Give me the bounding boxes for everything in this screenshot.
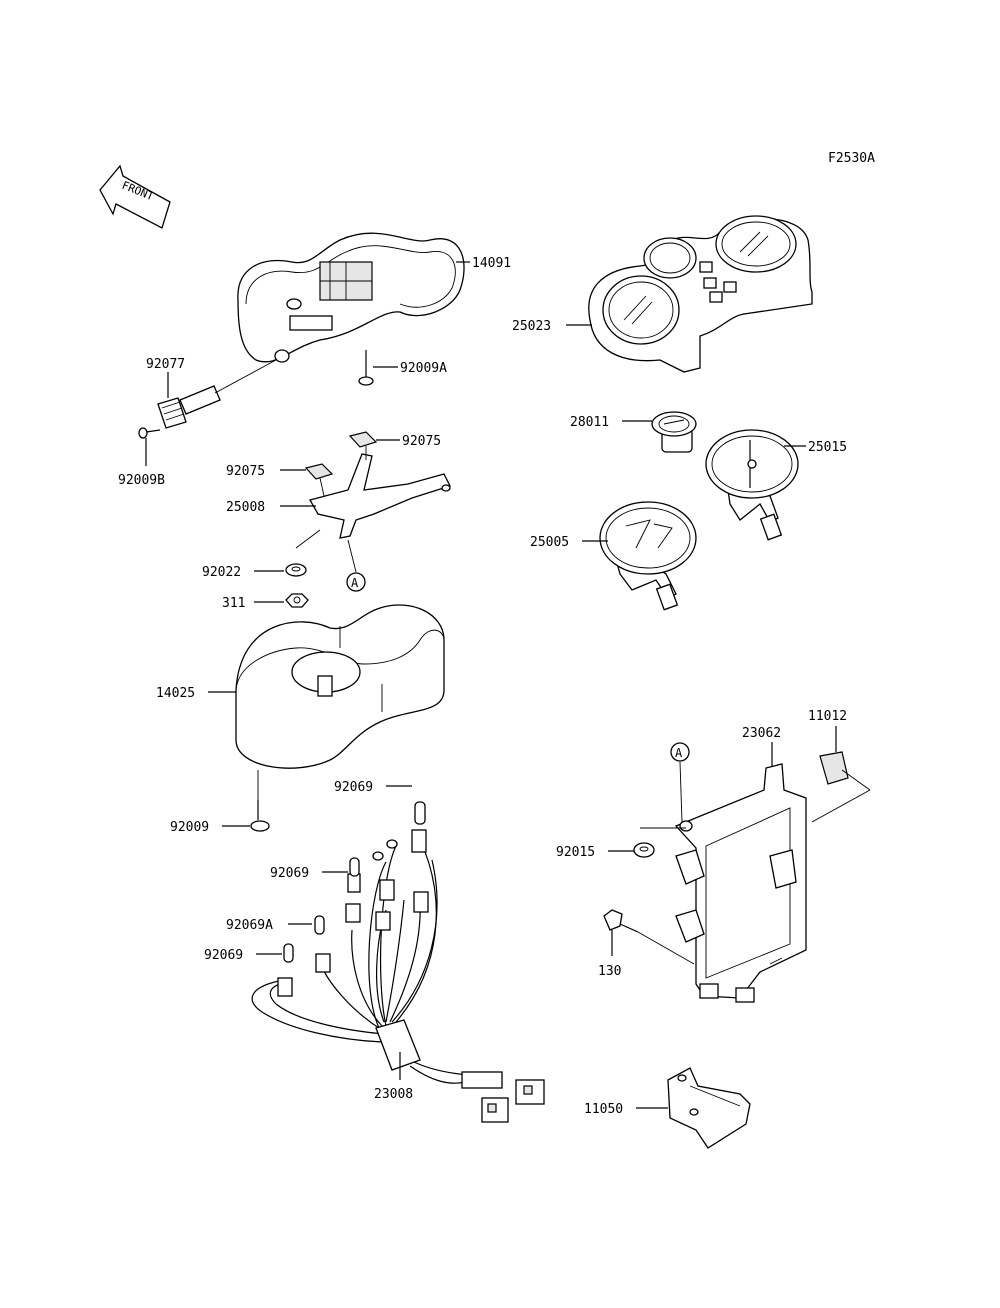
callout-92075-upper: 92075 — [402, 434, 441, 449]
ref-marker-a-lower: A — [670, 742, 690, 823]
diagram-id: F2530A — [828, 151, 875, 166]
bushing-92075-upper — [348, 431, 378, 448]
callout-28011: 28011 — [570, 415, 609, 430]
gauge-25005 — [599, 501, 697, 611]
callout-92009B: 92009B — [118, 473, 165, 488]
meter-lower-case — [235, 604, 445, 769]
meter-bracket-25008 — [309, 446, 451, 539]
callout-23008: 23008 — [374, 1087, 413, 1102]
gauge-25015 — [705, 429, 799, 541]
callout-92075-lower: 92075 — [226, 464, 265, 479]
nut-311 — [285, 593, 309, 608]
ref-marker-a-upper: A — [346, 539, 366, 592]
callout-92077: 92077 — [146, 357, 185, 372]
callout-92009A: 92009A — [400, 361, 447, 376]
front-arrow-icon: FRONT — [99, 164, 171, 229]
callout-25005: 25005 — [530, 535, 569, 550]
callout-23062: 23062 — [742, 726, 781, 741]
callout-11012: 11012 — [808, 709, 847, 724]
callout-14091: 14091 — [472, 256, 511, 271]
indicator-28011 — [651, 411, 697, 453]
callout-14025: 14025 — [156, 686, 195, 701]
callout-92069A: 92069A — [226, 918, 273, 933]
callout-92009: 92009 — [170, 820, 209, 835]
grommet-92015 — [633, 842, 655, 858]
bolt-130 — [603, 909, 695, 965]
washer-92022 — [285, 529, 321, 577]
callout-92015: 92015 — [556, 845, 595, 860]
callout-11050: 11050 — [584, 1102, 623, 1117]
callout-92069-mid: 92069 — [270, 866, 309, 881]
screw-92009A — [358, 350, 374, 386]
wiring-harness — [251, 801, 545, 1123]
callout-25023: 25023 — [512, 319, 551, 334]
callout-92069-top: 92069 — [334, 780, 373, 795]
callout-130: 130 — [598, 964, 621, 979]
meter-assembly — [588, 215, 813, 373]
screw-92009 — [250, 770, 270, 832]
callout-25015: 25015 — [808, 440, 847, 455]
svg-text:A: A — [351, 576, 359, 590]
bushing-92075-lower — [304, 463, 334, 480]
svg-text:A: A — [675, 746, 683, 760]
rubber-11012 — [811, 751, 871, 823]
screw-92009B — [138, 427, 161, 439]
callout-25008: 25008 — [226, 500, 265, 515]
bracket-11050 — [667, 1067, 751, 1149]
meter-upper-cover — [237, 232, 465, 363]
meter-bracket-23062 — [640, 763, 807, 1003]
callout-311: 311 — [222, 596, 245, 611]
callout-92069-bottom: 92069 — [204, 948, 243, 963]
trip-reset-knob — [157, 359, 277, 429]
callout-92022: 92022 — [202, 565, 241, 580]
